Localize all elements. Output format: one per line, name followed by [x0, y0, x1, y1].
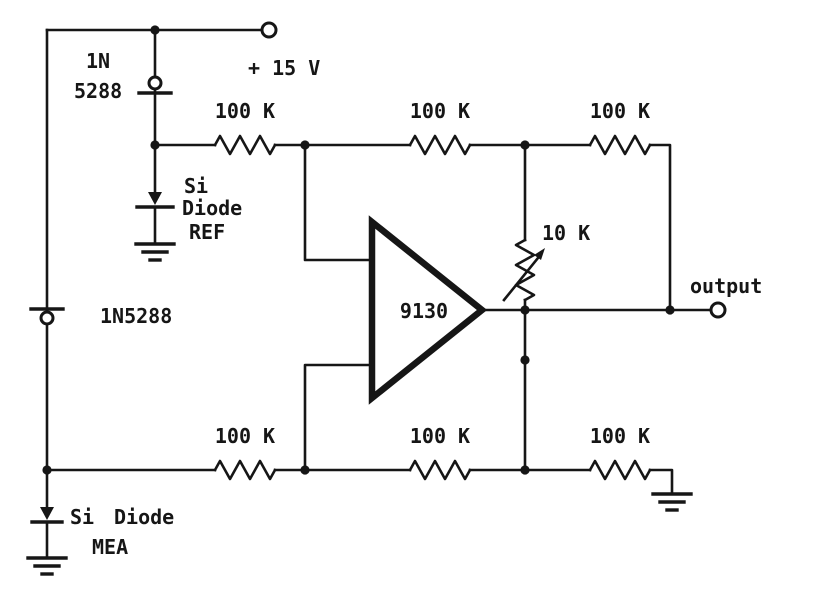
supply-voltage-label: + 15 V	[248, 56, 320, 80]
wires	[45, 28, 713, 558]
potentiometer-wiper-arrowhead-icon	[534, 248, 545, 260]
output-label: output	[690, 274, 762, 298]
crd-left-label: 1N5288	[100, 304, 172, 328]
mea-diode-arrow-icon	[40, 507, 54, 520]
junction-dot	[520, 465, 530, 475]
potentiometer-element	[514, 238, 536, 302]
junction-dots	[42, 25, 675, 475]
ground-right-icon	[651, 492, 693, 512]
potentiometer-label: 10 K	[542, 221, 590, 245]
mea-diode-label-mea: MEA	[92, 535, 128, 559]
ground-mea-icon	[26, 556, 68, 576]
junction-dot	[42, 465, 52, 475]
crd-left-circle-icon	[39, 310, 55, 326]
resistor-label-bottom-right: 100 K	[590, 424, 650, 448]
mea-diode-label-si: Si	[70, 505, 94, 529]
resistor-bottom-left	[213, 459, 277, 481]
resistor-label-bottom-left: 100 K	[215, 424, 275, 448]
resistor-top-left	[213, 134, 277, 156]
terminals	[260, 21, 727, 319]
ref-diode-label-diode: Diode	[182, 196, 242, 220]
junction-dot	[665, 305, 675, 315]
ref-diode-arrow-icon	[148, 192, 162, 205]
labels: + 15 V 1N 5288 100 K 100 K 100 K Si Diod…	[70, 49, 762, 559]
resistor-bottom-right	[588, 459, 652, 481]
crd-top-label-line1: 1N	[86, 49, 110, 73]
junction-dot	[520, 140, 530, 150]
junction-dot	[300, 465, 310, 475]
top-rail-wire	[153, 143, 672, 312]
noninverting-input-wire	[303, 363, 374, 472]
opamp-label: 9130	[400, 299, 448, 323]
output-terminal-icon	[709, 301, 727, 319]
supply-terminal-icon	[260, 21, 278, 39]
resistor-bottom-middle	[408, 459, 472, 481]
junction-dot	[150, 140, 160, 150]
junction-dot	[520, 355, 530, 365]
potentiometer-wiper	[502, 256, 540, 302]
resistor-top-middle	[408, 134, 472, 156]
junction-dot	[150, 25, 160, 35]
ref-diode-label-ref: REF	[189, 220, 225, 244]
opamp-triangle	[368, 215, 488, 405]
crd-top-circle-icon	[147, 75, 163, 91]
inverting-input-wire	[303, 143, 374, 262]
junction-dot	[300, 140, 310, 150]
ground-ref-icon	[134, 242, 176, 262]
ref-diode-label-si: Si	[184, 174, 208, 198]
crd-top-label-line2: 5288	[74, 79, 122, 103]
opamp: 9130	[368, 215, 488, 405]
resistor-label-top-middle: 100 K	[410, 99, 470, 123]
resistors	[213, 134, 652, 481]
bottom-rail-wire	[45, 468, 674, 494]
resistor-label-top-right: 100 K	[590, 99, 650, 123]
devices	[29, 75, 175, 524]
mea-diode-label-diode: Diode	[114, 505, 174, 529]
resistor-top-right	[588, 134, 652, 156]
resistor-label-top-left: 100 K	[215, 99, 275, 123]
junction-dot	[520, 305, 530, 315]
resistor-label-bottom-middle: 100 K	[410, 424, 470, 448]
